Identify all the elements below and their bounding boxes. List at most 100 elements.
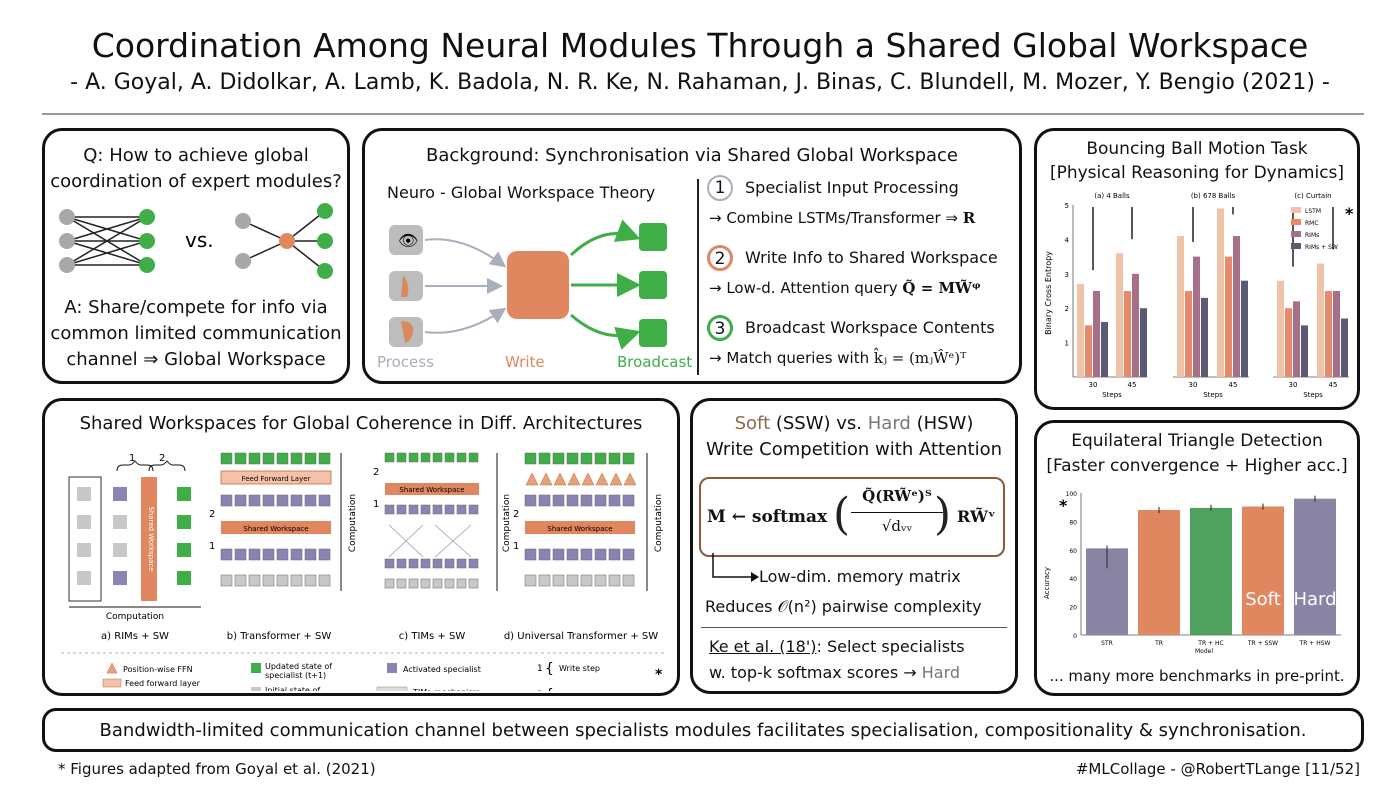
updated-state bbox=[276, 452, 289, 465]
updated-state bbox=[177, 571, 191, 585]
position-wise-ffn bbox=[539, 472, 553, 486]
bar bbox=[1085, 325, 1092, 377]
updated-state bbox=[552, 452, 565, 465]
benchmarks-note: ... many more benchmarks in pre-print. bbox=[1049, 667, 1345, 685]
activated-specialist bbox=[444, 558, 455, 569]
activated-specialist bbox=[396, 504, 407, 515]
y-tick-label: 20 bbox=[1069, 605, 1077, 612]
y-tick-label: 80 bbox=[1069, 519, 1077, 526]
footer-right: #MLCollage - @RobertTLange [11/52] bbox=[1075, 760, 1360, 778]
input-frame bbox=[68, 476, 102, 602]
competition-divider bbox=[701, 627, 1007, 628]
soft-abbr: (SSW) vs. bbox=[770, 413, 868, 434]
bar bbox=[1077, 284, 1084, 377]
question-line: coordination of expert modules? bbox=[50, 171, 342, 192]
updated-state bbox=[608, 452, 621, 465]
triangle-title-line: [Faster convergence + Higher acc.] bbox=[1046, 456, 1348, 476]
activated-specialist bbox=[456, 558, 467, 569]
equation-parens: () bbox=[833, 489, 951, 540]
computation-label: Computation bbox=[502, 494, 512, 552]
updated-state bbox=[262, 452, 275, 465]
step-label: 1 bbox=[373, 499, 379, 510]
initial-state bbox=[396, 578, 407, 589]
position-wise-ffn bbox=[553, 472, 567, 486]
x-tick-label: TR bbox=[1154, 640, 1163, 647]
shared-workspace-label: Shared Workspace bbox=[547, 525, 612, 533]
initial-state bbox=[220, 574, 233, 587]
step-title: Write Info to Shared Workspace bbox=[745, 248, 998, 267]
updated-state bbox=[444, 452, 455, 463]
broadcast-target bbox=[639, 223, 667, 251]
conclusion-box: Bandwidth-limited communication channel … bbox=[42, 708, 1364, 752]
answer-line: common limited communication bbox=[50, 323, 342, 344]
step-label: 2 bbox=[513, 509, 519, 520]
shared-workspace-block bbox=[141, 477, 157, 601]
ke-ref-link[interactable]: Ke et al. (18') bbox=[709, 637, 817, 656]
updated-state bbox=[566, 452, 579, 465]
question-line: Q: How to achieve global bbox=[83, 145, 309, 166]
activated-specialist bbox=[420, 558, 431, 569]
legend-swatch bbox=[1291, 207, 1301, 213]
topk-text: w. top-k softmax scores → bbox=[709, 663, 922, 682]
shared-workspace-block bbox=[525, 521, 635, 534]
bar bbox=[1294, 498, 1336, 635]
initial-state bbox=[234, 574, 247, 587]
equation-denominator: √dᵥᵥ bbox=[881, 517, 913, 535]
broadcast-label: Broadcast bbox=[617, 353, 693, 371]
activated-specialist bbox=[552, 548, 565, 561]
initial-state bbox=[304, 574, 317, 587]
ear-icon bbox=[401, 321, 414, 343]
position-wise-ffn bbox=[623, 472, 637, 486]
bar bbox=[1217, 208, 1224, 377]
initial-state bbox=[524, 574, 537, 587]
initial-state bbox=[468, 578, 479, 589]
updated-state bbox=[220, 452, 233, 465]
triangle-title-line: Equilateral Triangle Detection bbox=[1071, 431, 1323, 451]
bar bbox=[1138, 510, 1180, 635]
bouncing-title-line: Bouncing Ball Motion Task bbox=[1086, 139, 1308, 159]
updated-state bbox=[456, 452, 467, 463]
x-tick-label: TR + HSW bbox=[1299, 640, 1331, 647]
complexity-note: Reduces 𝒪(n²) pairwise complexity bbox=[705, 597, 982, 616]
step-math: k̂ⱼ = (mⱼŴᵉ)ᵀ bbox=[873, 349, 967, 367]
x-axis-label: Steps bbox=[1102, 391, 1122, 399]
vs-text: vs. bbox=[185, 228, 214, 252]
input-module-node bbox=[59, 209, 75, 273]
x-tick-label: 30 bbox=[1189, 381, 1198, 389]
authors-line: - A. Goyal, A. Didolkar, A. Lamb, K. Bad… bbox=[70, 70, 1330, 95]
step-label: 2 bbox=[209, 509, 215, 520]
initial-state bbox=[384, 578, 395, 589]
initial-state bbox=[276, 574, 289, 587]
legend-swatch bbox=[1291, 219, 1301, 225]
updated-state bbox=[408, 452, 419, 463]
figure-star: * bbox=[1345, 204, 1354, 223]
updated-state bbox=[594, 452, 607, 465]
step-detail: → Low-d. Attention query Q̃ = MW̃ᵠ bbox=[709, 279, 981, 297]
activated-specialist bbox=[248, 494, 261, 507]
updated-state bbox=[524, 452, 537, 465]
initial-state bbox=[608, 574, 621, 587]
updated-state bbox=[177, 487, 191, 501]
y-tick-label: 40 bbox=[1069, 576, 1077, 583]
step-number: 1 bbox=[707, 175, 733, 201]
initial-state bbox=[622, 574, 635, 587]
initial-state bbox=[566, 574, 579, 587]
activated-specialist bbox=[444, 504, 455, 515]
initial-legend-icon bbox=[251, 687, 261, 691]
full-connection-diagram bbox=[66, 216, 148, 266]
ke-reference: Ke et al. (18'): Select specialists bbox=[709, 637, 965, 656]
bar bbox=[1285, 308, 1292, 377]
y-tick-label: 60 bbox=[1069, 548, 1077, 555]
initial-state bbox=[432, 578, 443, 589]
caption-a: a) RIMs + SW bbox=[101, 631, 169, 642]
y-tick-label: 100 bbox=[1066, 491, 1078, 498]
eye-icon: 👁 bbox=[398, 231, 418, 250]
input-state bbox=[77, 543, 91, 557]
y-tick-label: 2 bbox=[1065, 305, 1069, 313]
bar bbox=[1190, 507, 1232, 635]
answer-text: A: Share/compete for info via common lim… bbox=[45, 295, 347, 373]
activated-specialist bbox=[248, 548, 261, 561]
activated-specialist bbox=[566, 494, 579, 507]
position-wise-ffn bbox=[595, 472, 609, 486]
bar bbox=[1293, 301, 1300, 377]
